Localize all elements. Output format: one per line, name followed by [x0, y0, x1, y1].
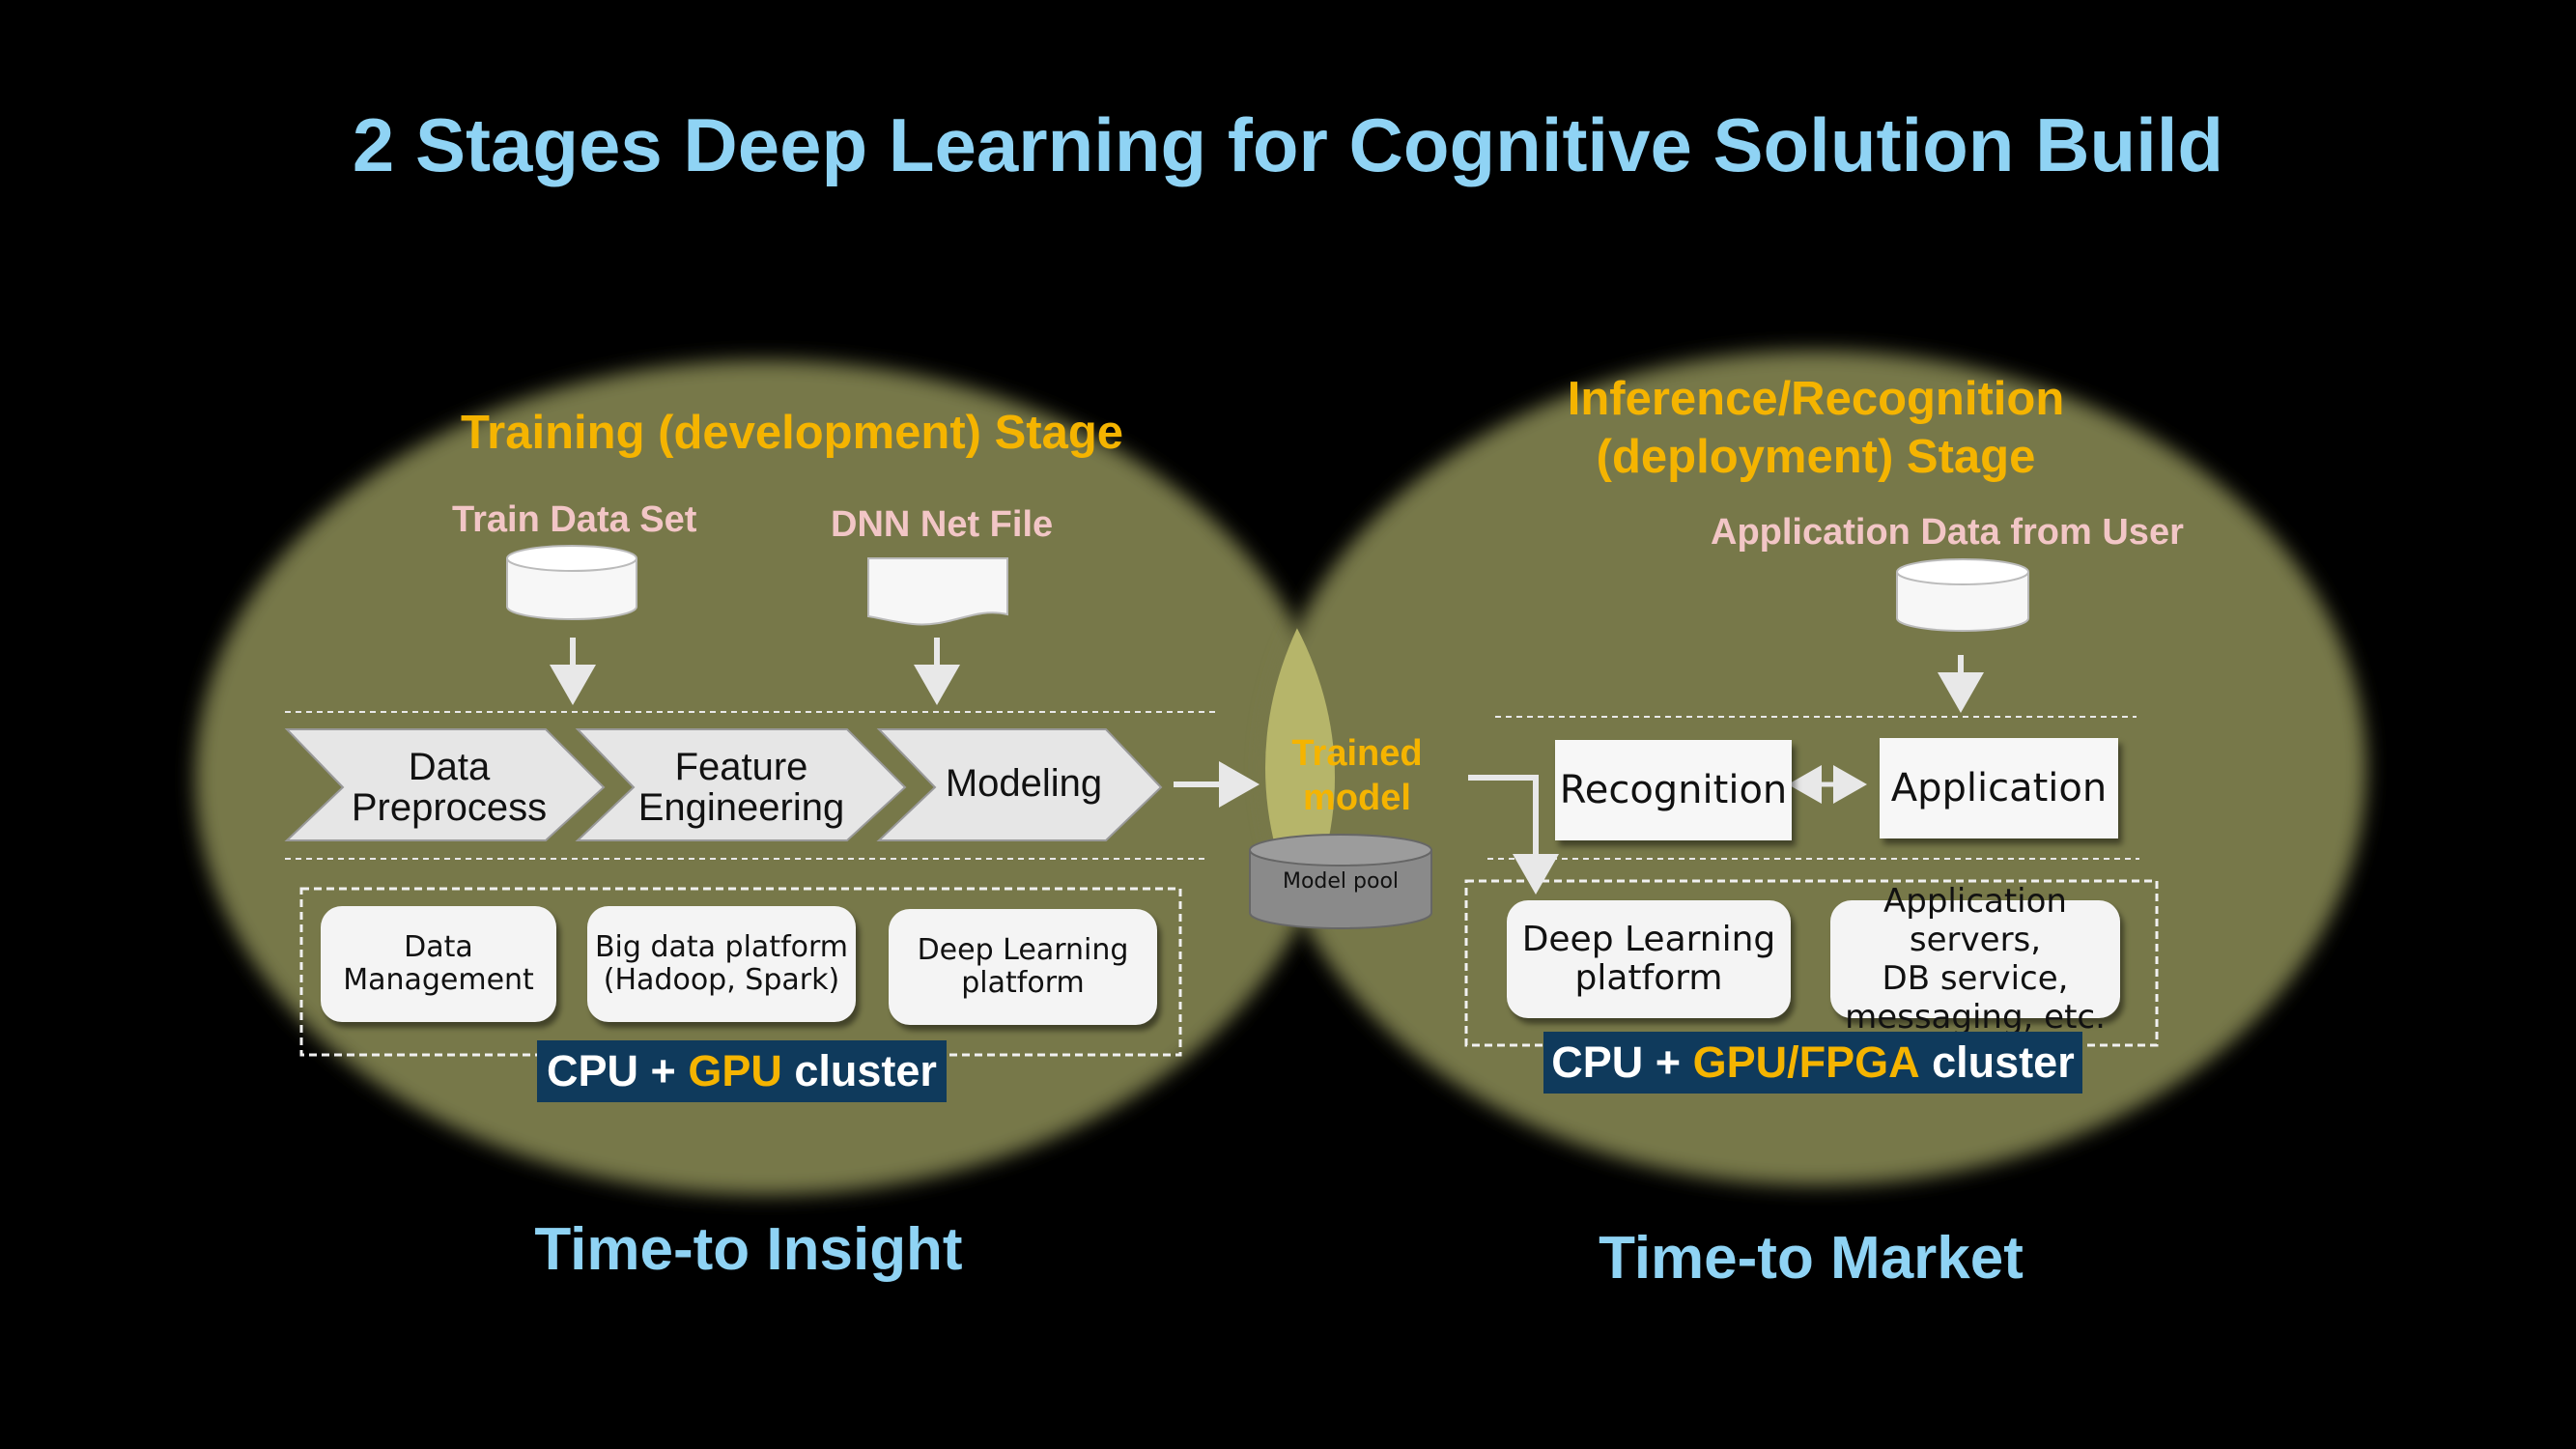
cluster-suffix: cluster [1932, 1037, 2075, 1087]
app-data-cylinder-icon [1896, 558, 2029, 632]
inference-stage-label: Inference/Recognition (deployment) Stage [1449, 370, 2183, 486]
cluster-prefix: CPU + [1551, 1037, 1682, 1087]
cluster-highlight: GPU/FPGA [1692, 1037, 1920, 1087]
step-label-line2: Preprocess [351, 786, 548, 829]
step-label-line1: Modeling [945, 762, 1103, 805]
platform-label-line2: DB service, [1882, 959, 2069, 998]
step-chevron-data-preprocess [284, 728, 606, 841]
inference-cluster-badge: CPU + GPU/FPGA cluster [1543, 1032, 2082, 1094]
cluster-prefix: CPU + [547, 1046, 676, 1095]
platform-label-line1: Data [404, 930, 473, 964]
inference-stage-label-line2: (deployment) Stage [1596, 431, 2036, 483]
training-footer: Time-to Insight [534, 1216, 963, 1283]
platform-label-line2: platform [1574, 958, 1723, 998]
platform-label-line1: Deep Learning [917, 933, 1129, 967]
cluster-suffix: cluster [794, 1046, 937, 1095]
trained-line2: model [1303, 778, 1411, 818]
platform-label-line3: messaging, etc. [1845, 998, 2106, 1037]
training-cluster-badge: CPU + GPU cluster [537, 1040, 947, 1102]
page-title: 2 Stages Deep Learning for Cognitive Sol… [352, 102, 2224, 187]
step-chevron-feature-engineering [575, 728, 907, 841]
dnn-net-file-document-icon [867, 557, 1008, 626]
app-data-label: Application Data from User [1711, 512, 2184, 553]
dnn-net-file-label: DNN Net File [831, 504, 1054, 545]
arrow-trained-to-deployment [1468, 775, 1559, 895]
inference-footer: Time-to Market [1599, 1225, 2024, 1292]
step-modeling: Modeling [922, 729, 1125, 838]
trained-model-label: Trained model [1256, 731, 1458, 820]
inference-stage-label-line1: Inference/Recognition [1567, 373, 2065, 425]
step-label-line1: Data [408, 746, 491, 788]
model-pool-label: Model pool [1282, 869, 1400, 894]
platform-label-line2: Management [343, 963, 534, 997]
cluster-highlight: GPU [688, 1046, 782, 1095]
platform-label-line1: Application servers, [1883, 882, 2067, 959]
platform-label-line2: platform [961, 966, 1085, 1000]
trained-line1: Trained [1291, 733, 1423, 774]
step-chevron-modeling [876, 728, 1163, 841]
model-pool-cylinder-icon [1249, 834, 1432, 929]
training-stage-label: Training (development) Stage [460, 407, 1124, 459]
train-data-set-label: Train Data Set [452, 499, 697, 540]
platform-label-line2: (Hadoop, Spark) [603, 963, 840, 997]
platform-label-line1: Big data platform [594, 930, 849, 964]
platform-application-servers: Application servers,DB service,messaging… [1830, 882, 2120, 1037]
train-data-cylinder-icon [506, 545, 637, 620]
platform-big-data: Big data platform(Hadoop, Spark) [587, 906, 856, 1022]
step-label-line1: Feature [674, 746, 808, 788]
application-box: Application [1880, 738, 2118, 838]
recognition-box: Recognition [1555, 740, 1792, 840]
platform-label-line1: Deep Learning [1521, 920, 1776, 959]
step-label-line2: Engineering [637, 786, 845, 829]
